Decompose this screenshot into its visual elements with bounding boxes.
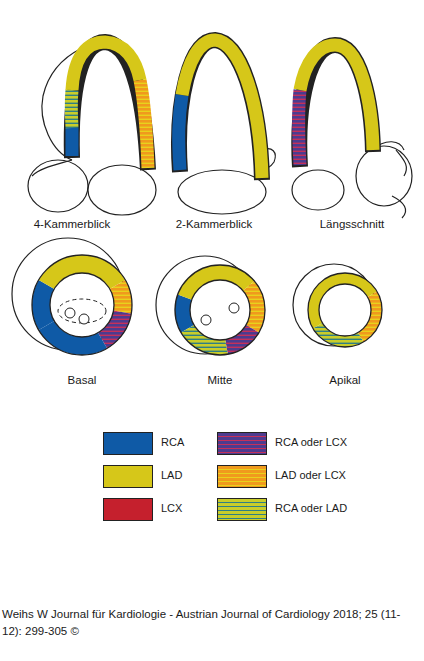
- legend-swatch: [217, 432, 267, 455]
- view-label: Apikal: [329, 374, 360, 386]
- ring-outline: [319, 284, 371, 336]
- ring-outline: [175, 265, 265, 355]
- legend-text: LCX: [161, 502, 182, 514]
- papillary: [201, 315, 211, 325]
- ring-outline: [32, 255, 132, 355]
- view-label: Mitte: [208, 374, 233, 386]
- legend-swatch: [103, 498, 153, 521]
- legend-text: RCA oder LAD: [275, 502, 347, 514]
- legend-text: RCA: [161, 436, 184, 448]
- view-label: 4-Kammerblick: [34, 218, 111, 230]
- short-axis-rings: [12, 238, 382, 355]
- legend-text: LAD oder LCX: [275, 469, 346, 481]
- ring-outline: [50, 273, 114, 337]
- legend-text: RCA oder LCX: [275, 436, 347, 448]
- two-chamber-view: [178, 40, 275, 214]
- papillary: [65, 308, 75, 318]
- mitral-valve: [58, 299, 106, 323]
- source-caption: Weihs W Journal für Kardiologie - Austri…: [2, 606, 420, 639]
- legend-swatch: [103, 432, 153, 455]
- long-axis-view: [292, 45, 412, 218]
- papillary: [79, 314, 89, 324]
- four-chamber-view: [28, 42, 156, 215]
- legend-swatch: [217, 465, 267, 488]
- view-label: Basal: [68, 374, 97, 386]
- view-label: 2-Kammerblick: [176, 218, 253, 230]
- legend-swatch: [217, 498, 267, 521]
- legend-text: LAD: [161, 469, 182, 481]
- ring-outline: [308, 273, 382, 347]
- legend-swatch: [103, 465, 153, 488]
- view-label: Längsschnitt: [320, 218, 385, 230]
- papillary: [229, 303, 239, 313]
- ring-outline: [190, 280, 250, 340]
